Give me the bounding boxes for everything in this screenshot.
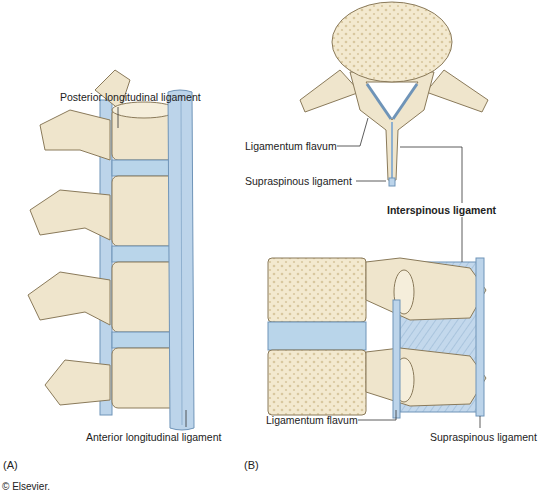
spinous-process — [366, 258, 486, 320]
posterior-process — [45, 360, 110, 405]
ligament-label: Posterior longitudinal ligament — [60, 90, 201, 104]
posterior-process — [28, 272, 110, 325]
vertebral-body-section — [332, 2, 452, 82]
leader-line — [186, 410, 187, 427]
vertebral-body-section — [268, 258, 366, 322]
panel-letter: (B) — [244, 458, 259, 472]
ligament-label: Ligamentum flavum — [245, 139, 337, 153]
ligament-label: Supraspinous ligament — [430, 430, 537, 444]
vertebral-body — [112, 262, 177, 332]
posterior-process — [40, 110, 110, 160]
ligamentum-flavum-band — [393, 300, 400, 418]
intervertebral-disc — [112, 332, 177, 348]
ligament-label: Anterior longitudinal ligament — [86, 430, 221, 444]
leader-line — [118, 107, 119, 128]
spinous-process — [366, 348, 486, 406]
leader-line — [356, 181, 386, 182]
vertebral-endplate — [112, 102, 176, 118]
intervertebral-disc — [268, 322, 366, 350]
ligament-label: Ligamentum flavum — [266, 413, 358, 427]
supraspinous-band — [389, 178, 395, 186]
ligament-label: Interspinous ligament — [385, 203, 498, 217]
transverse-process — [426, 70, 488, 112]
vertebral-body — [112, 348, 177, 408]
leader-line — [337, 118, 368, 146]
supraspinous-band — [476, 258, 484, 416]
anterior-ligament-strip — [168, 90, 194, 430]
posterior-process — [30, 190, 110, 240]
copyright-note: © Elsevier. — [2, 480, 50, 494]
panel-letter: (A) — [3, 458, 18, 472]
intervertebral-disc — [112, 160, 177, 176]
vertebral-body — [112, 176, 177, 246]
vertebral-arch — [350, 72, 434, 180]
ligament-label: Supraspinous ligament — [245, 174, 352, 188]
interspinous-band — [391, 122, 393, 178]
intervertebral-disc — [112, 246, 177, 262]
vertebral-body-section — [268, 350, 366, 415]
vertebra-axial-b — [300, 2, 488, 186]
vertebral-column-a — [28, 70, 194, 430]
ligamentum-flavum-band — [393, 84, 417, 119]
leader-line — [358, 410, 396, 420]
vertebral-canal — [366, 82, 418, 120]
leader-line — [480, 416, 481, 428]
vertebrae-sagittal-b — [268, 258, 486, 418]
ligament-fibre — [181, 95, 182, 425]
ligamentum-flavum-band — [367, 84, 391, 119]
leader-lines — [118, 107, 480, 428]
